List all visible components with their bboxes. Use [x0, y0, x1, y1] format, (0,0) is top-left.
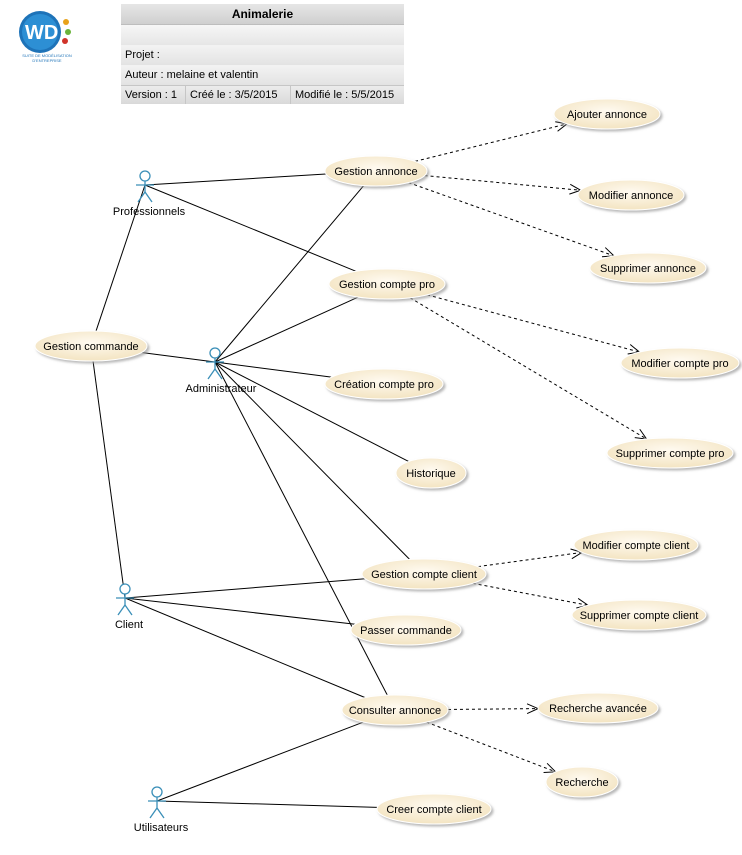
header-blank-row: [121, 25, 404, 45]
usecase-label: Supprimer annonce: [600, 263, 696, 275]
header-projet: Projet :: [121, 45, 404, 65]
logo-subtitle-2: D'ENTREPRISE: [32, 58, 62, 63]
usecase-modifier-compte-pro[interactable]: Modifier compte pro: [620, 347, 740, 379]
usecase-label: Modifier compte pro: [631, 358, 728, 370]
header-cree: Créé le : 3/5/2015: [186, 86, 291, 104]
association-utilisateurs-creer-compte-client: [156, 800, 378, 808]
usecase-label: Supprimer compte pro: [616, 448, 725, 460]
actor-icon: [136, 170, 154, 203]
association-administrateur-gestion-annonce: [214, 185, 365, 363]
actor-administrateur[interactable]: Administrateur: [186, 347, 257, 395]
usecase-label: Modifier annonce: [589, 190, 673, 202]
usecase-label: Consulter annonce: [349, 705, 441, 717]
usecase-ajouter-annonce[interactable]: Ajouter annonce: [553, 98, 661, 130]
association-professionnels-gestion-commande: [95, 184, 146, 332]
association-client-consulter-annonce: [124, 597, 366, 699]
usecase-supprimer-compte-pro[interactable]: Supprimer compte pro: [606, 437, 734, 469]
usecase-label: Gestion compte pro: [339, 279, 435, 291]
actor-label: Administrateur: [186, 383, 257, 395]
usecase-recherche[interactable]: Recherche: [545, 766, 619, 798]
dependency-gestion-compte-pro-supprimer-compte-pro: [409, 297, 648, 440]
actor-label: Client: [115, 619, 143, 631]
usecase-label: Création compte pro: [334, 379, 434, 391]
usecase-gestion-compte-pro[interactable]: Gestion compte pro: [328, 268, 446, 300]
association-administrateur-gestion-compte-pro: [214, 296, 359, 363]
usecase-label: Recherche: [555, 777, 608, 789]
header-auteur: Auteur : melaine et valentin: [121, 65, 404, 85]
logo-subtitle-1: SUITE DE MODÉLISATION: [22, 53, 72, 58]
actor-label: Professionnels: [113, 206, 186, 218]
usecase-label: Recherche avancée: [549, 703, 647, 715]
association-utilisateurs-consulter-annonce: [156, 721, 364, 802]
usecase-label: Passer commande: [360, 625, 452, 637]
usecase-gestion-compte-client[interactable]: Gestion compte client: [361, 558, 487, 590]
actor-icon: [206, 347, 224, 380]
association-client-passer-commande: [124, 597, 356, 625]
usecase-modifier-annonce[interactable]: Modifier annonce: [577, 179, 685, 211]
actor-client[interactable]: Client: [115, 583, 143, 631]
diagram-header: Animalerie Projet : Auteur : melaine et …: [121, 4, 404, 104]
usecase-consulter-annonce[interactable]: Consulter annonce: [341, 694, 449, 726]
association-administrateur-gestion-commande: [141, 352, 216, 363]
dependency-gestion-annonce-modifier-annonce: [424, 175, 582, 195]
usecase-gestion-annonce[interactable]: Gestion annonce: [324, 155, 428, 187]
association-administrateur-creation-compte-pro: [214, 361, 332, 378]
usecase-recherche-avancee[interactable]: Recherche avancée: [537, 692, 659, 724]
association-administrateur-gestion-compte-client: [214, 361, 410, 560]
usecase-creer-compte-client[interactable]: Creer compte client: [376, 793, 492, 825]
usecase-passer-commande[interactable]: Passer commande: [350, 614, 462, 646]
header-meta-row: Version : 1 Créé le : 3/5/2015 Modifié l…: [121, 85, 404, 104]
windesign-logo: WD SUITE DE MODÉLISATION D'ENTREPRISE: [14, 8, 80, 68]
actor-label: Utilisateurs: [134, 822, 189, 834]
usecase-label: Gestion annonce: [334, 166, 417, 178]
actor-icon: [116, 583, 134, 616]
usecase-modifier-compte-client[interactable]: Modifier compte client: [573, 529, 699, 561]
logo-letters: WD: [25, 22, 58, 44]
diagram-title: Animalerie: [121, 4, 404, 25]
association-client-gestion-commande: [92, 360, 126, 599]
usecase-supprimer-compte-client[interactable]: Supprimer compte client: [571, 599, 707, 631]
usecase-creation-compte-pro[interactable]: Création compte pro: [324, 368, 444, 400]
actor-utilisateurs[interactable]: Utilisateurs: [134, 786, 189, 834]
dependency-gestion-compte-pro-modifier-compte-pro: [427, 294, 641, 355]
dependency-consulter-annonce-recherche-avancee: [447, 703, 540, 715]
actor-professionnels[interactable]: Professionnels: [113, 170, 186, 218]
usecase-label: Creer compte client: [386, 804, 481, 816]
usecase-supprimer-annonce[interactable]: Supprimer annonce: [589, 252, 707, 284]
dependency-gestion-annonce-ajouter-annonce: [414, 121, 569, 162]
association-administrateur-historique: [214, 361, 409, 462]
dependency-gestion-compte-client-supprimer-compte-client: [472, 582, 590, 609]
usecase-label: Modifier compte client: [583, 540, 690, 552]
usecase-label: Supprimer compte client: [580, 610, 699, 622]
association-client-gestion-compte-client: [124, 578, 366, 599]
actor-icon: [148, 786, 166, 819]
association-administrateur-consulter-annonce: [214, 361, 388, 696]
usecase-label: Ajouter annonce: [567, 109, 647, 121]
association-professionnels-gestion-compte-pro: [144, 184, 357, 272]
usecase-label: Gestion compte client: [371, 569, 477, 581]
dependency-consulter-annonce-recherche: [426, 721, 557, 773]
header-modifie: Modifié le : 5/5/2015: [295, 89, 395, 101]
usecase-label: Gestion commande: [43, 341, 138, 353]
header-version: Version : 1: [121, 86, 186, 104]
dependency-gestion-compte-client-modifier-compte-client: [477, 548, 584, 568]
association-professionnels-gestion-annonce: [144, 173, 327, 186]
usecase-label: Historique: [406, 468, 456, 480]
usecase-gestion-commande[interactable]: Gestion commande: [34, 330, 148, 362]
usecase-historique[interactable]: Historique: [395, 457, 467, 489]
